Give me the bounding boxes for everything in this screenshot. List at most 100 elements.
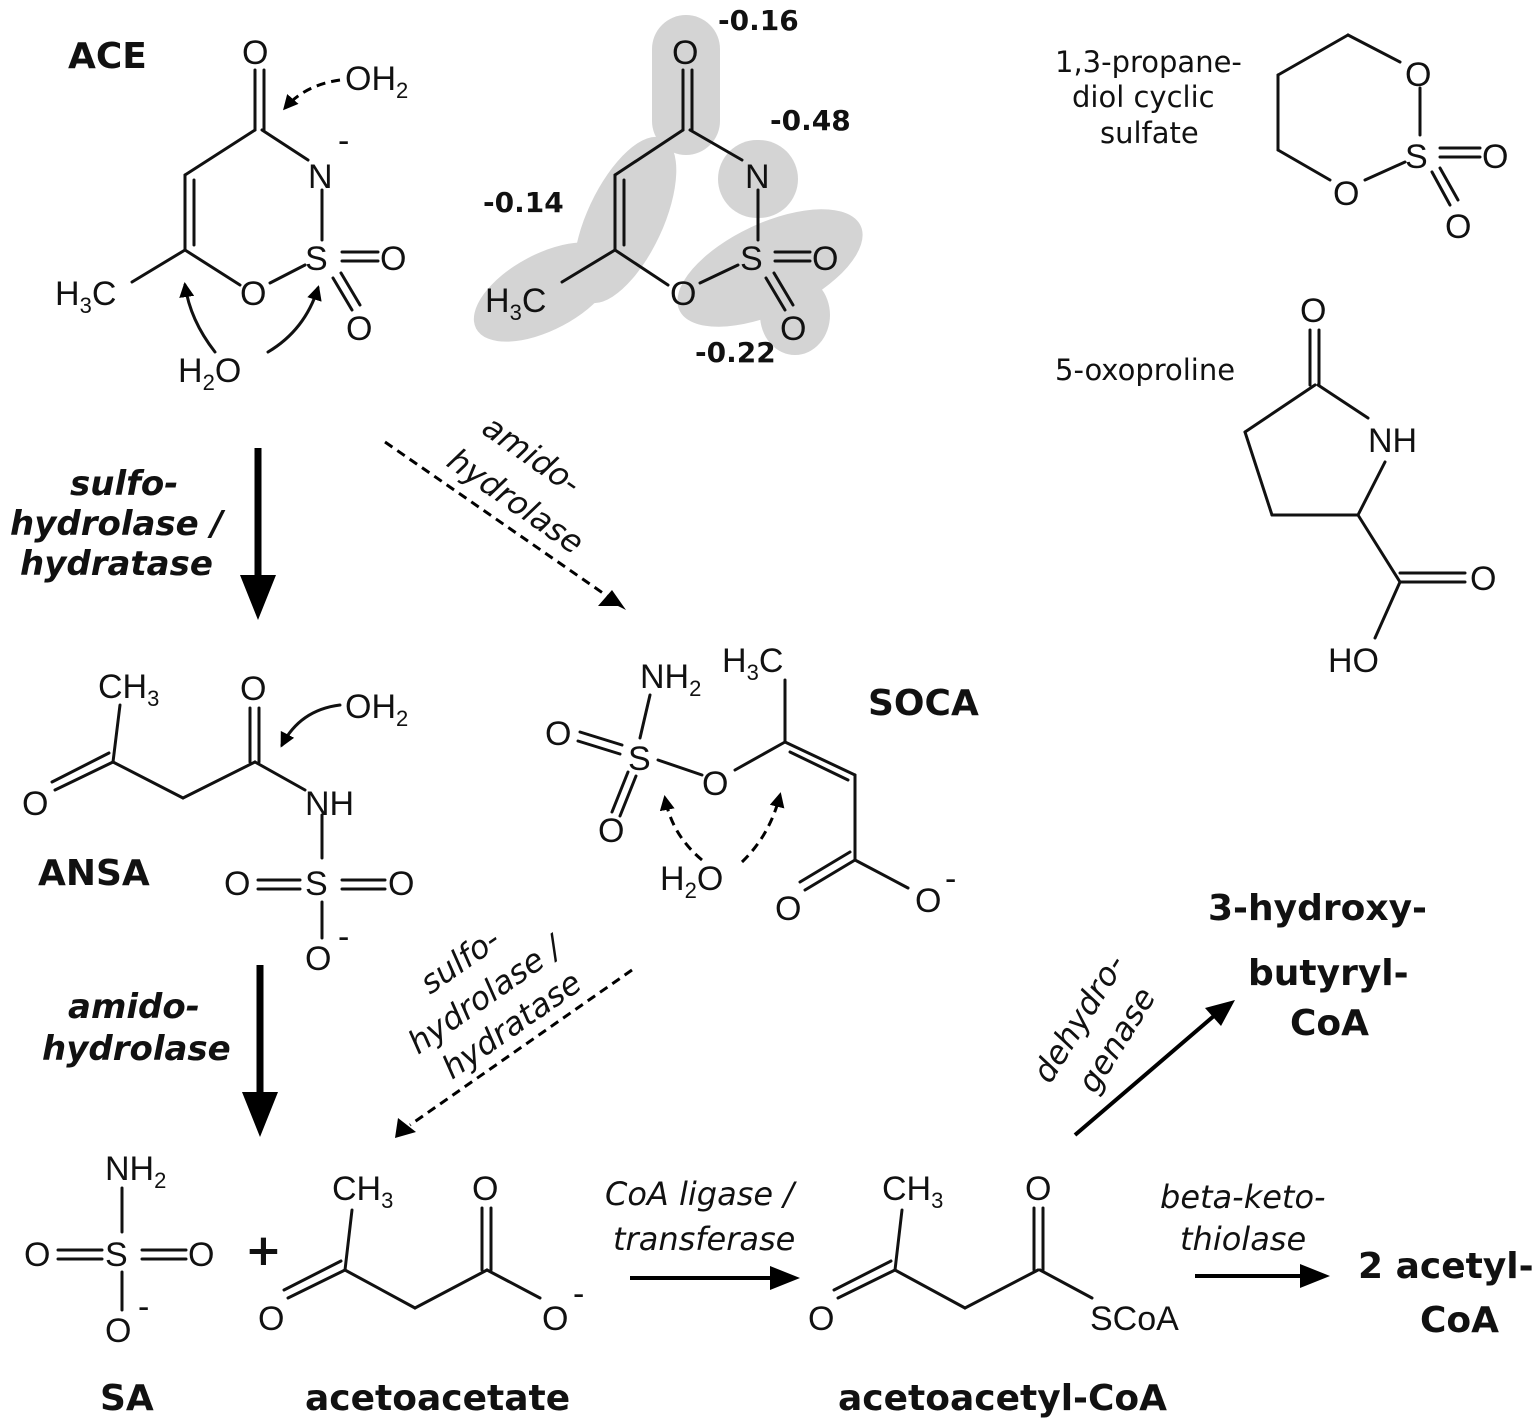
svg-text:NH2: NH2 [105,1150,166,1193]
arrow-ansa-to-sa [242,965,278,1137]
propanediol-label-3: sulfate [1100,116,1199,150]
svg-text:O: O [702,765,728,803]
hydroxybutyryl-coa-label-2: butyryl- [1248,953,1409,994]
svg-text:O: O [1025,1170,1051,1208]
hydroxybutyryl-coa-label-1: 3-hydroxy- [1208,888,1427,929]
arrow-ace-to-ansa [240,448,276,620]
svg-text:S: S [1405,138,1428,176]
svg-text:O: O [242,34,268,72]
svg-text:O: O [915,882,941,920]
partial-charges-structure: O N S O O O H3C -0.16 -0.48 -0.14 -0.22 [473,4,863,369]
svg-text:O: O [1445,208,1471,246]
svg-text:-: - [945,860,956,898]
svg-text:O: O [240,275,266,313]
svg-text:O: O [545,715,571,753]
svg-text:O: O [258,1300,284,1338]
svg-text:S: S [305,865,328,903]
enzyme-sulfohydrolase-2: hydrolase / [10,504,226,544]
svg-text:N: N [308,158,333,196]
svg-text:-: - [338,918,349,956]
charge-carbonyl-o: -0.16 [718,4,799,37]
svg-text:N: N [745,158,770,196]
svg-text:O: O [598,812,624,850]
svg-text:-: - [138,1288,149,1326]
enzyme-sulfohydrolase-1: sulfo- [70,464,178,504]
svg-text:H3C: H3C [722,642,783,685]
ansa-structure: CH3 O OH2 O NH S O O O - ANSA [22,668,414,978]
svg-text:O: O [1470,560,1496,598]
arrow-acetoacetyl-coa-to-hydroxybutyryl-coa [1073,1000,1235,1137]
acetyl-coa-label-2: CoA [1420,1300,1499,1341]
svg-text:-: - [338,122,349,160]
soca-structure: NH2 H3C O S O O H2O O O - SOCA [545,642,979,928]
charge-sulfonyl: -0.22 [695,336,776,369]
enzyme-amidohydrolase-1: amido- [68,987,200,1027]
acetyl-coa-label-1: 2 acetyl- [1358,1246,1534,1287]
ace-structure: ACE O N - S O O O H3C OH2 H2O [55,34,408,395]
svg-text:H2O: H2O [660,860,723,903]
arrow-soca-to-acetoacetate [395,968,633,1138]
svg-text:O: O [24,1236,50,1274]
enzyme-coa-ligase-2: transferase [613,1220,795,1258]
svg-text:O: O [780,310,806,348]
svg-text:O: O [188,1236,214,1274]
svg-text:O: O [224,865,250,903]
svg-text:OH2: OH2 [345,60,408,103]
svg-text:NH: NH [1368,422,1417,460]
svg-text:O: O [1300,292,1326,330]
svg-text:O: O [670,275,696,313]
sa-structure: NH2 S O O O - SA [24,1150,214,1419]
svg-text:O: O [542,1300,568,1338]
svg-text:NH: NH [305,785,354,823]
propanediol-cyclic-sulfate: 1,3-propane- diol cyclic sulfate O S O O… [1055,33,1508,246]
svg-text:CH3: CH3 [332,1170,393,1213]
charge-n: -0.48 [770,104,851,137]
svg-text:O: O [1405,56,1431,94]
svg-text:S: S [628,740,651,778]
svg-text:O: O [380,240,406,278]
enzyme-sulfohydrolase-3: hydratase [20,544,213,584]
svg-text:O: O [812,240,838,278]
svg-text:S: S [740,240,763,278]
svg-text:O: O [22,785,48,823]
svg-text:H2O: H2O [178,352,241,395]
svg-text:O: O [388,865,414,903]
propanediol-label-1: 1,3-propane- [1055,45,1242,79]
oxoproline-label: 5-oxoproline [1055,353,1235,387]
svg-text:O: O [775,890,801,928]
svg-text:SCoA: SCoA [1090,1300,1179,1338]
arrow-ace-to-soca [384,440,626,610]
svg-text:O: O [346,310,372,348]
acetoacetate-structure: CH3 O O O - acetoacetate [258,1170,584,1419]
svg-text:O: O [808,1300,834,1338]
svg-text:O: O [472,1170,498,1208]
arrow-acetoacetate-to-acetoacetyl-coa [630,1266,800,1290]
svg-text:S: S [105,1236,128,1274]
propanediol-label-2: diol cyclic [1072,80,1215,114]
ace-label: ACE [68,36,147,77]
svg-text:S: S [305,240,328,278]
svg-text:O: O [240,670,266,708]
plus-sign: + [245,1225,282,1276]
charge-c-ring: -0.14 [483,186,564,219]
acetoacetate-label: acetoacetate [305,1378,570,1419]
enzyme-thiolase-1: beta-keto- [1160,1178,1326,1216]
ansa-label: ANSA [38,853,150,894]
svg-text:O: O [105,1312,131,1350]
svg-text:HO: HO [1328,642,1379,680]
acetoacetyl-coa-structure: CH3 O O SCoA acetoacetyl-CoA [808,1170,1179,1419]
enzyme-amidohydrolase-2: hydrolase [42,1029,231,1069]
svg-text:O: O [305,940,331,978]
svg-text:O: O [1482,138,1508,176]
enzyme-coa-ligase-1: CoA ligase / [605,1175,797,1213]
oxoproline: 5-oxoproline O NH O HO [1055,292,1496,680]
enzyme-thiolase-2: thiolase [1180,1220,1306,1258]
soca-label: SOCA [868,683,979,724]
svg-text:H3C: H3C [55,275,116,318]
svg-text:O: O [1333,175,1359,213]
svg-text:CH3: CH3 [882,1170,943,1213]
svg-text:-: - [573,1275,584,1313]
arrow-acetoacetyl-coa-to-acetyl-coa [1195,1264,1330,1288]
svg-text:CH3: CH3 [98,668,159,711]
